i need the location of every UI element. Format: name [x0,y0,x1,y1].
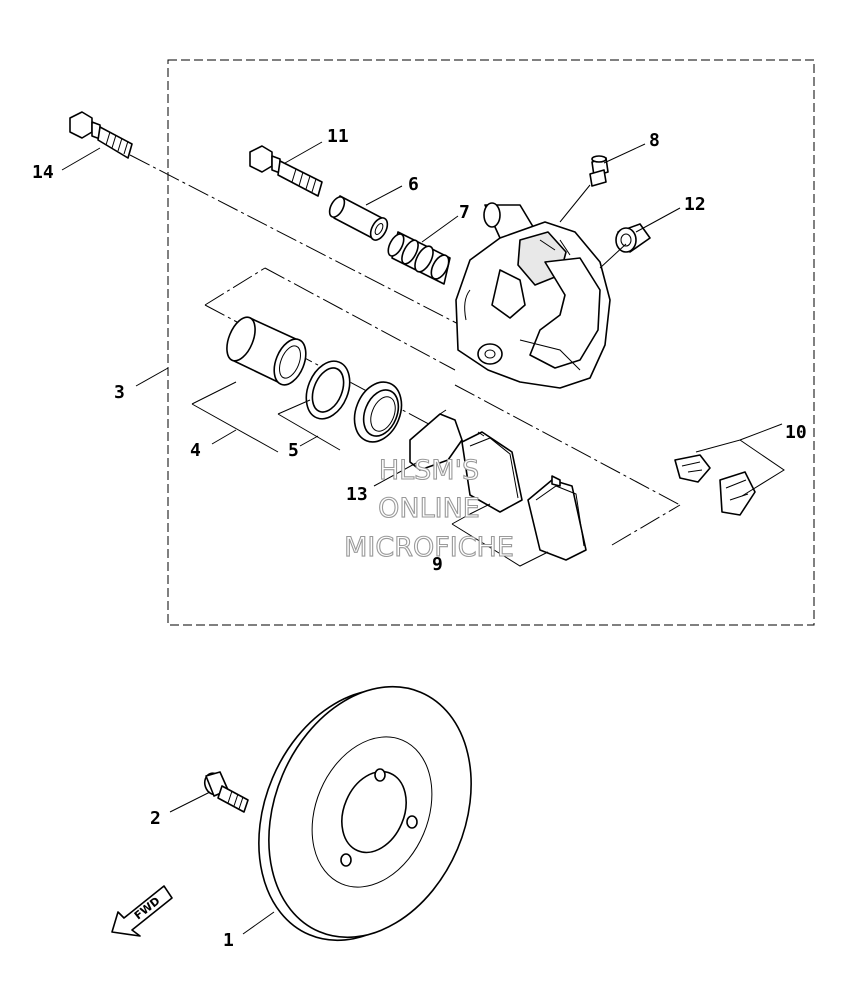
callout-7: 7 [459,202,470,223]
bolt-centerline [129,154,471,331]
bolt-11 [249,145,323,197]
boot-7 [387,231,451,285]
callout-9: 9 [432,554,443,575]
brake-pad-outer [527,475,587,561]
brake-disc-1 [258,685,472,942]
kit-boundary-box [167,59,815,626]
pad-spring-10-a [674,454,711,483]
callout-8: 8 [649,130,660,151]
bolt-14 [69,111,133,159]
callouts: 1 2 3 4 5 6 7 8 9 10 11 12 13 14 [32,126,807,951]
callout-14: 14 [32,162,54,183]
callout-12: 12 [684,194,706,215]
forward-arrow-icon: FWD [111,885,173,937]
callout-13: 13 [346,484,368,505]
piston-4 [226,316,307,386]
callout-5: 5 [288,440,299,461]
sleeve-6 [328,195,389,241]
shim-13 [409,409,467,471]
watermark: HLSM'S ONLINE MICROFICHE [344,454,515,563]
seal-5 [305,360,351,420]
disc-bolt-2 [203,771,249,813]
watermark-line-3: MICROFICHE [344,532,514,563]
piston-centerline [264,267,456,371]
callout-11: 11 [327,126,349,147]
brake-pad-inner [461,431,523,513]
callout-1: 1 [223,930,234,951]
callout-4: 4 [190,440,201,461]
pad-spring-10-b [719,471,756,516]
watermark-line-2: ONLINE [378,493,480,524]
bleed-screw-8 [589,155,609,187]
caliper-body [455,202,611,389]
piston-guide-top [204,267,266,306]
callout-2: 2 [150,808,161,829]
dust-seal [353,381,403,443]
pad-centerline [454,384,681,506]
callout-10: 10 [785,422,807,443]
pad-guide-right [611,504,681,546]
leader-lines [61,141,785,935]
watermark-line-1: HLSM'S [379,455,479,486]
callout-6: 6 [408,174,419,195]
callout-3: 3 [114,382,125,403]
plug-12 [615,223,651,253]
